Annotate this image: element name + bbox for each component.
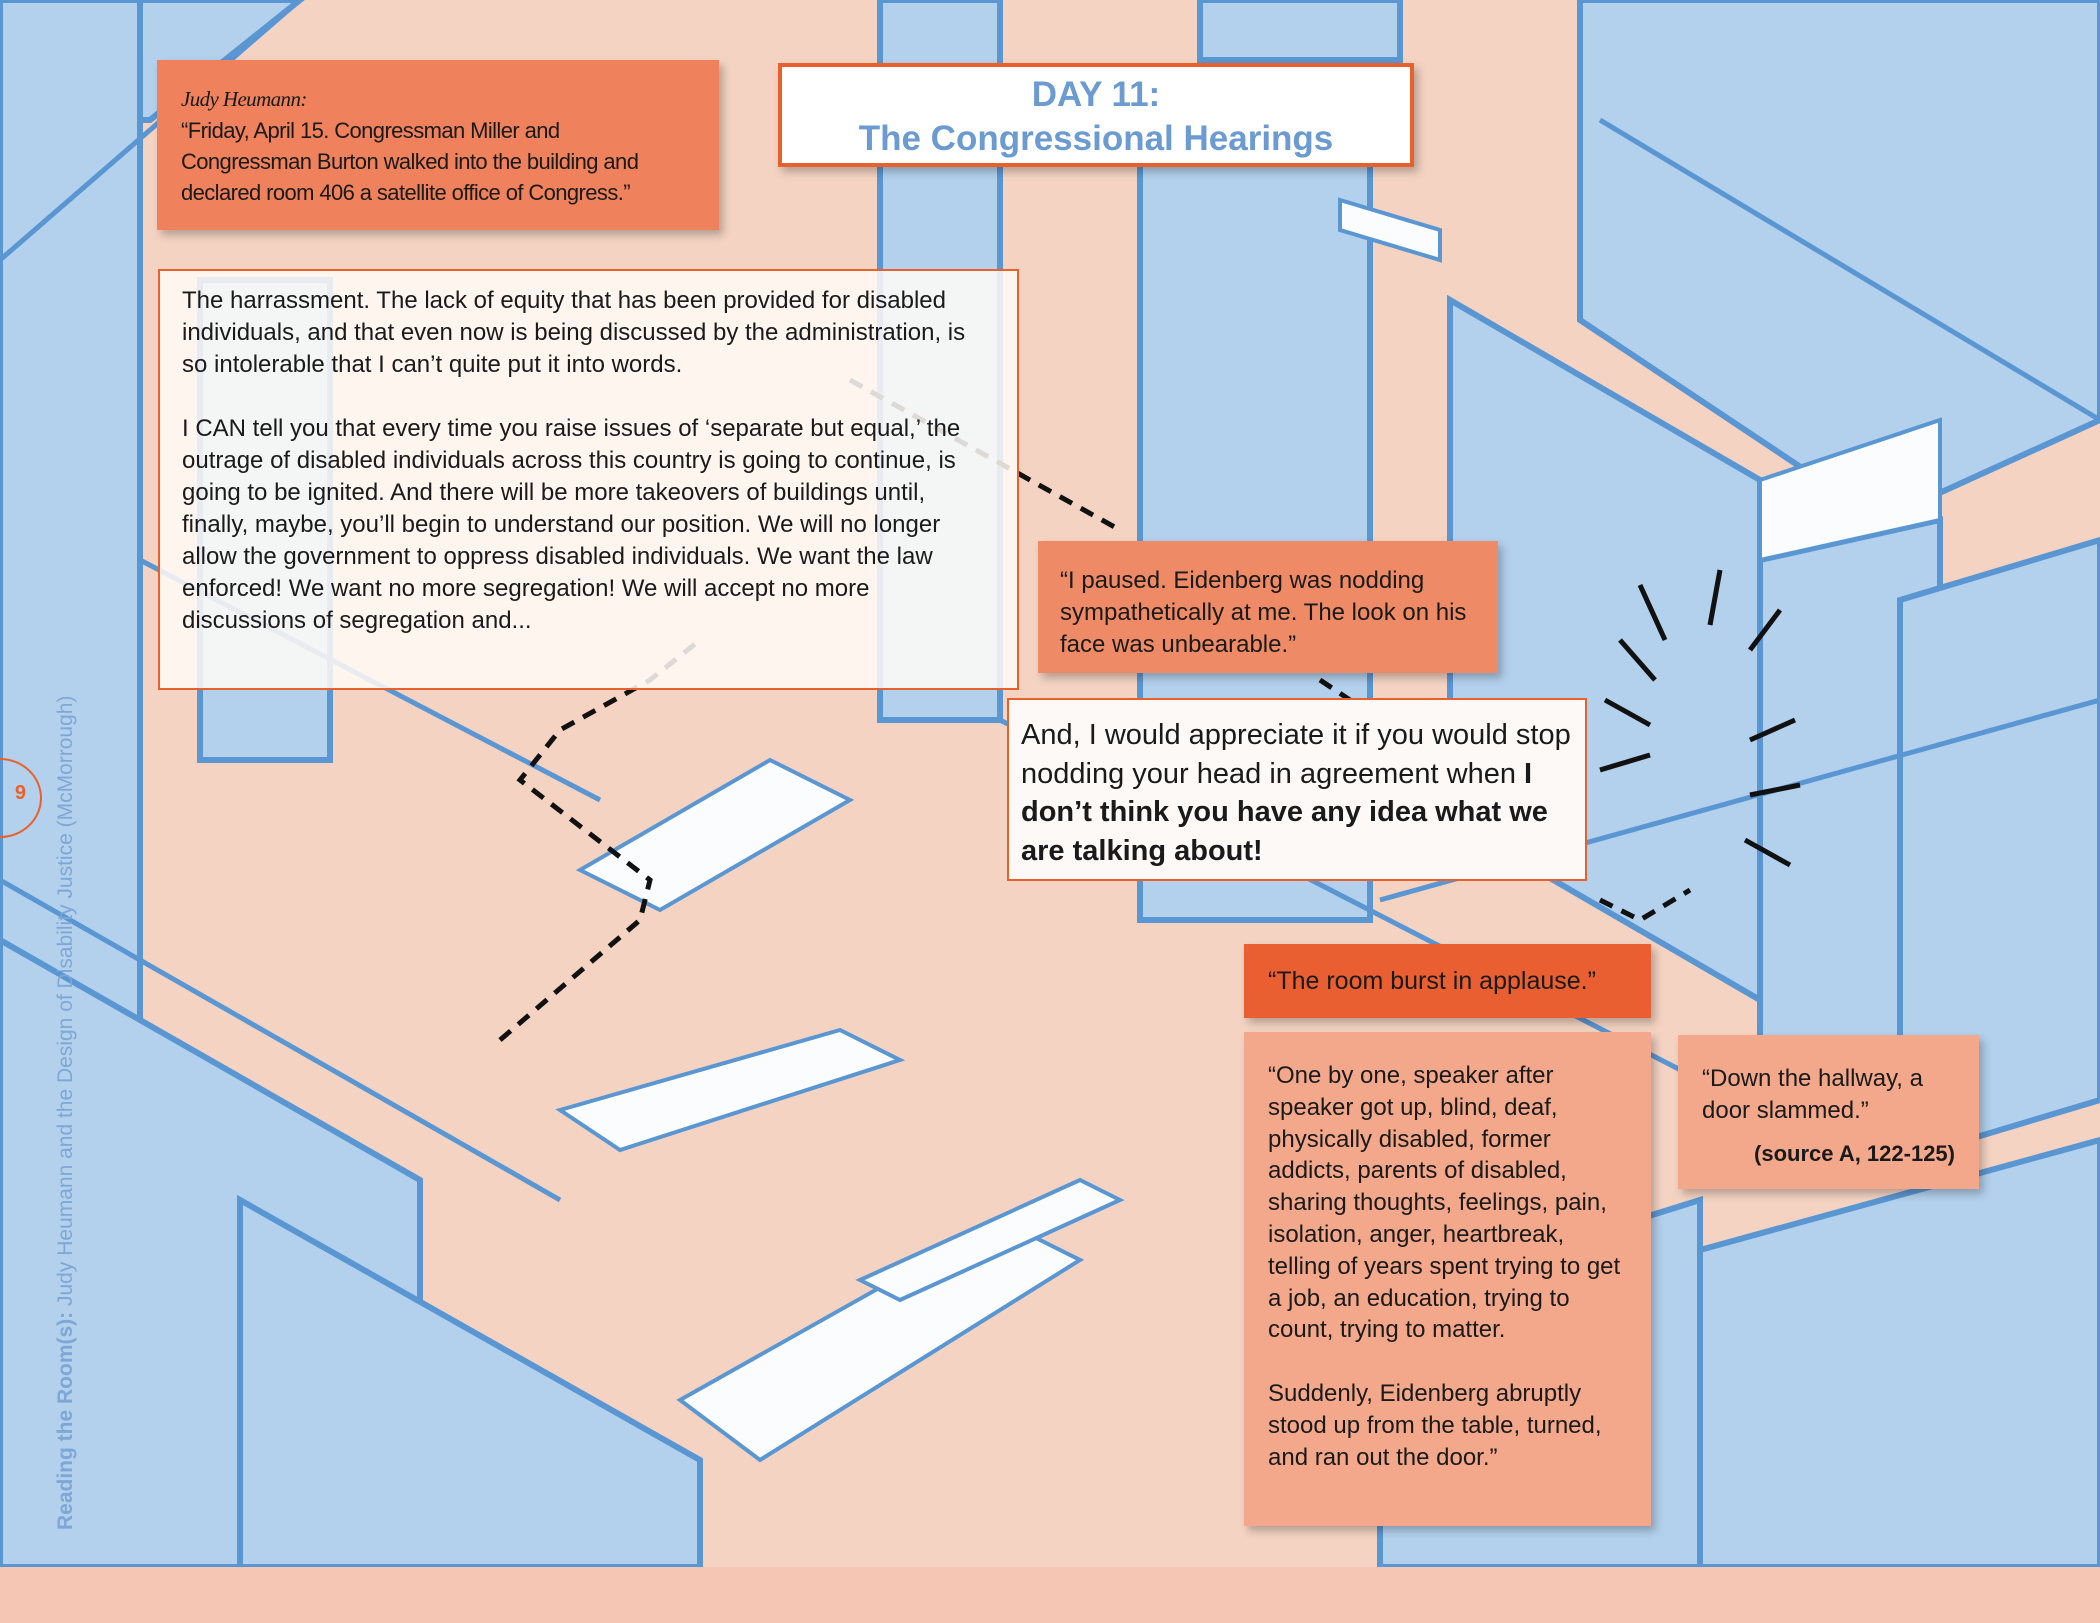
heumann-quote-box: Judy Heumann: “Friday, April 15. Congres… (157, 60, 719, 230)
hallway-caption: “Down the hallway, a door slammed.” (sou… (1678, 1035, 1979, 1189)
page-number: 9 (14, 782, 26, 804)
bottom-margin-strip (0, 1567, 2100, 1623)
running-title-label: Reading the Room(s): (54, 1311, 77, 1530)
running-title-rest: Judy Heumann and the Design of Disabilit… (54, 695, 77, 1312)
speaker-name: Judy Heumann: (181, 87, 307, 111)
speech-text: And, I would appreciate it if you would … (1021, 719, 1571, 790)
speech-paragraph: The harrassment. The lack of equity that… (182, 287, 966, 378)
speech-bubble-testimony: The harrassment. The lack of equity that… (158, 269, 1019, 690)
caption-paragraph: Suddenly, Eidenberg abruptly stood up fr… (1268, 1380, 1602, 1471)
quote-text: “Friday, April 15. Congressman Miller an… (181, 118, 639, 205)
paused-caption: “I paused. Eidenberg was nodding sympath… (1038, 541, 1498, 673)
caption-text: “Down the hallway, a door slammed.” (1702, 1065, 1923, 1124)
title-day: DAY 11: (1031, 75, 1161, 114)
page-title: DAY 11: The Congressional Hearings (778, 63, 1414, 167)
speakers-caption: “One by one, speaker after speaker got u… (1244, 1032, 1651, 1526)
caption-paragraph: “One by one, speaker after speaker got u… (1268, 1062, 1621, 1344)
speech-paragraph: I CAN tell you that every time you raise… (182, 415, 961, 634)
speech-bold-text: I don’t think you have any idea what we … (1021, 757, 1548, 867)
running-title: Reading the Room(s): Judy Heumann and th… (54, 696, 78, 1530)
title-subtitle: The Congressional Hearings (858, 119, 1334, 158)
applause-caption: “The room burst in applause.” (1244, 944, 1651, 1018)
source-citation: (source A, 122-125) (1754, 1141, 1955, 1166)
speech-bubble-nodding: And, I would appreciate it if you would … (1007, 698, 1587, 881)
